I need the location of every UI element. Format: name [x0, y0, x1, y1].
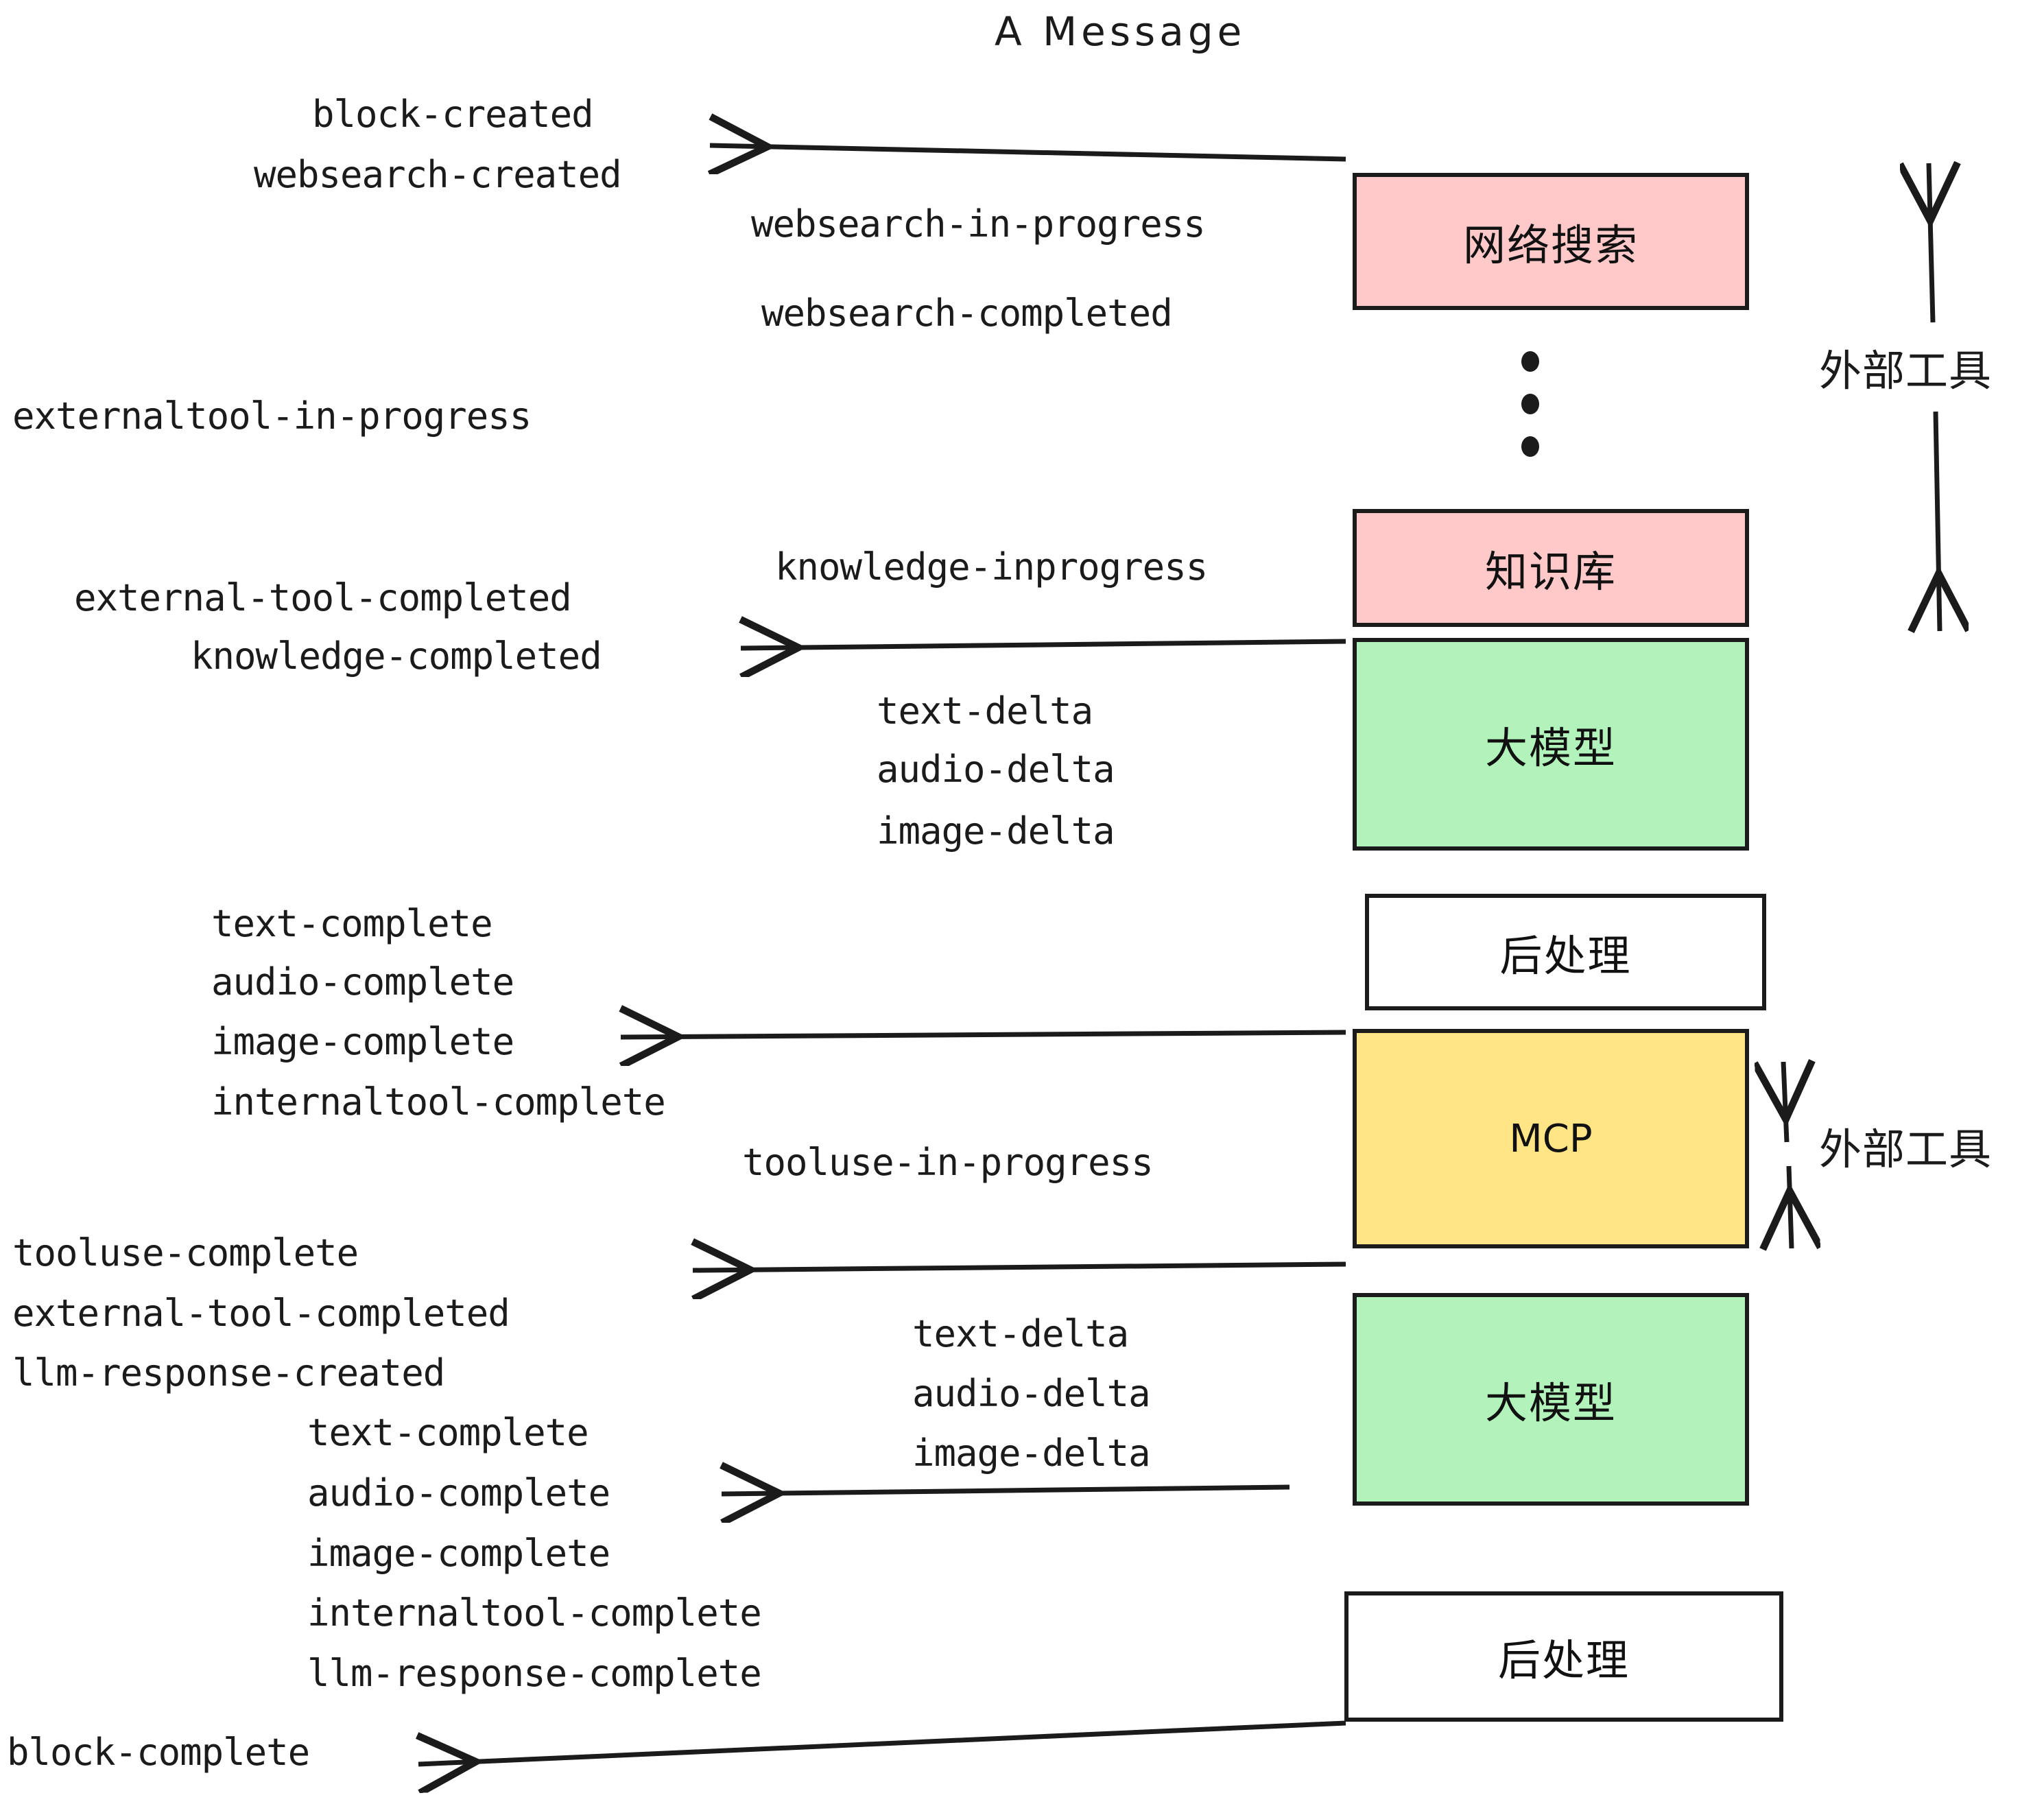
annotation-external-tools-bottom: 外部工具	[1819, 1124, 1993, 1174]
event-text-complete-1: text-complete	[211, 902, 493, 945]
arrow-websearch-to-blockcreated	[710, 145, 1346, 159]
node-mcp[interactable]: MCP	[1353, 1029, 1749, 1248]
arrow-llm1-to-knowledgecompleted	[741, 641, 1346, 648]
event-tooluse-complete: tooluse-complete	[12, 1231, 359, 1274]
vertical-ellipsis	[1521, 351, 1539, 457]
event-websearch-in-progress: websearch-in-progress	[751, 202, 1206, 246]
node-postprocess-1[interactable]: 后处理	[1365, 894, 1766, 1010]
arrow-external-tools-top-up	[1929, 163, 1933, 323]
event-audio-complete-1: audio-complete	[211, 960, 514, 1004]
event-internaltool-complete-2: internaltool-complete	[307, 1591, 762, 1635]
annotation-external-tools-top: 外部工具	[1819, 346, 1993, 396]
arrow-llm2-to-audiocomplete	[722, 1487, 1290, 1494]
node-postprocess-1-label: 后处理	[1499, 931, 1632, 981]
ellipsis-dot	[1521, 436, 1539, 457]
event-image-complete-1: image-complete	[211, 1020, 514, 1063]
node-knowledge[interactable]: 知识库	[1353, 509, 1749, 627]
node-websearch-label: 网络搜索	[1462, 220, 1639, 270]
event-text-complete-2: text-complete	[307, 1411, 589, 1454]
arrow-external-tools-top-down	[1936, 411, 1940, 631]
node-llm-1[interactable]: 大模型	[1353, 638, 1749, 851]
event-llm-response-created: llm-response-created	[12, 1351, 445, 1394]
event-knowledge-inprogress: knowledge-inprogress	[775, 545, 1208, 589]
arrow-external-tools-bottom-down	[1789, 1165, 1792, 1248]
event-external-tool-completed-1: external-tool-completed	[74, 576, 572, 619]
node-llm-1-label: 大模型	[1484, 723, 1617, 773]
arrow-postprocess1-to-imagecomplete	[621, 1032, 1346, 1037]
event-websearch-completed: websearch-completed	[761, 292, 1173, 335]
event-externaltool-in-progress: externaltool-in-progress	[12, 394, 532, 438]
event-websearch-created: websearch-created	[254, 153, 622, 196]
arrow-postprocess2-to-blockcomplete	[418, 1720, 1346, 1764]
event-audio-delta-1: audio-delta	[877, 748, 1115, 791]
node-knowledge-label: 知识库	[1484, 547, 1617, 597]
event-tooluse-in-progress: tooluse-in-progress	[742, 1141, 1154, 1184]
event-internaltool-complete-1: internaltool-complete	[211, 1080, 666, 1124]
event-block-complete: block-complete	[7, 1731, 310, 1774]
event-llm-response-complete: llm-response-complete	[307, 1652, 762, 1695]
event-image-delta-1: image-delta	[877, 809, 1115, 853]
event-audio-delta-2: audio-delta	[912, 1372, 1151, 1415]
event-text-delta-1: text-delta	[877, 689, 1093, 733]
node-postprocess-2[interactable]: 后处理	[1344, 1591, 1783, 1722]
diagram-title: A Message	[995, 8, 1246, 55]
event-image-complete-2: image-complete	[307, 1532, 610, 1575]
arrow-external-tools-bottom-up	[1783, 1062, 1787, 1143]
arrow-mcp-to-tooluse-complete	[693, 1264, 1346, 1270]
event-image-delta-2: image-delta	[912, 1432, 1151, 1475]
node-llm-2[interactable]: 大模型	[1353, 1293, 1749, 1506]
event-external-tool-completed-2: external-tool-completed	[12, 1292, 510, 1335]
node-llm-2-label: 大模型	[1484, 1378, 1617, 1428]
event-audio-complete-2: audio-complete	[307, 1471, 610, 1515]
node-websearch[interactable]: 网络搜索	[1353, 173, 1749, 310]
event-block-created: block-created	[312, 93, 594, 136]
node-postprocess-2-label: 后处理	[1497, 1635, 1630, 1685]
ellipsis-dot	[1521, 351, 1539, 372]
node-mcp-label: MCP	[1509, 1116, 1593, 1161]
event-knowledge-completed: knowledge-completed	[191, 634, 602, 678]
ellipsis-dot	[1521, 394, 1539, 414]
event-text-delta-2: text-delta	[912, 1312, 1129, 1355]
